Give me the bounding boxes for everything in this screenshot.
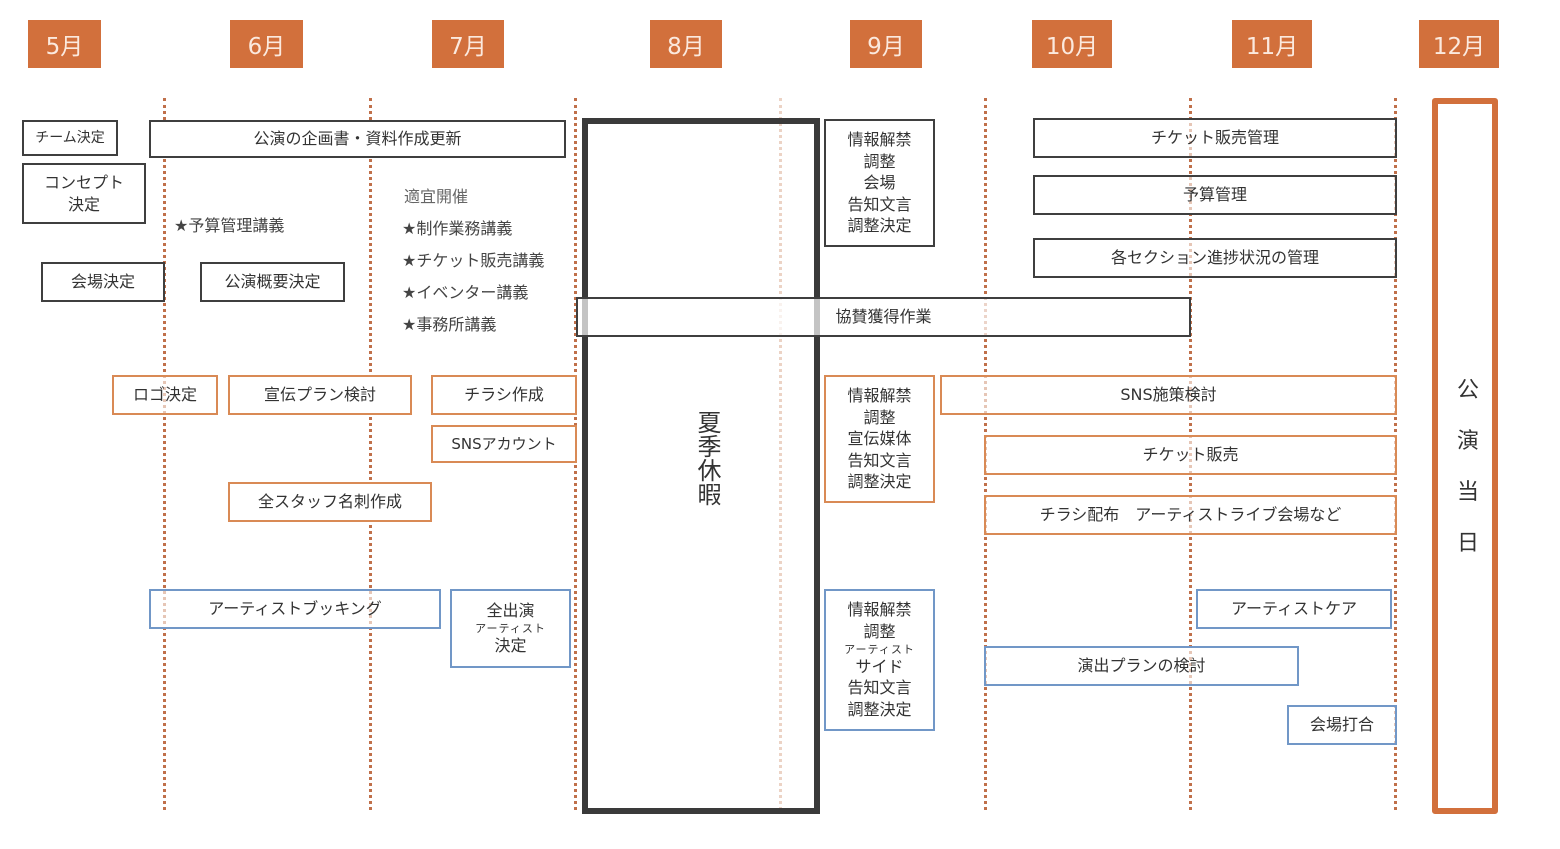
summer-break-block [582, 118, 820, 814]
task-all-cast-decision: 全出演 アーティスト 決定 [450, 589, 571, 668]
task-promo-plan: 宣伝プラン検討 [228, 375, 412, 415]
task-sep-info-venue: 情報解禁 調整 会場 告知文言 調整決定 [824, 119, 935, 247]
info-line: アーティスト [844, 642, 915, 656]
task-business-cards: 全スタッフ名刺作成 [228, 482, 432, 522]
show-day-char: 演 [1456, 429, 1479, 454]
info-line: 調整決定 [847, 699, 912, 719]
task-logo-decision: ロゴ決定 [112, 375, 218, 415]
month-header-june: 6月 [230, 20, 303, 68]
info-line: 調整決定 [847, 472, 912, 492]
cast-line: 全出演 [486, 601, 535, 621]
info-line: 情報解禁 [847, 386, 912, 406]
month-divider [369, 98, 372, 810]
info-line: 告知文言 [847, 194, 912, 214]
lectures-header: 適宜開催 [404, 187, 469, 206]
task-artist-care: アーティストケア [1196, 589, 1392, 629]
info-line: サイド [855, 656, 904, 676]
task-concept-decision: コンセプト 決定 [22, 163, 146, 224]
info-line: 調整 [863, 407, 896, 427]
task-sponsor-acquisition: 協賛獲得作業 [576, 297, 1191, 337]
cast-line: アーティスト [475, 621, 546, 635]
info-line: 会場 [863, 173, 896, 193]
task-flyer-creation: チラシ作成 [431, 375, 577, 415]
info-line: 告知文言 [847, 678, 912, 698]
task-flyer-distribution: チラシ配布 アーティストライブ会場など [984, 495, 1397, 535]
show-day-char: 日 [1456, 531, 1479, 556]
lecture-item: ★制作業務講義 [402, 219, 513, 238]
month-header-august: 8月 [650, 20, 722, 68]
show-day-char: 当 [1456, 480, 1479, 505]
task-overview-decision: 公演概要決定 [200, 262, 345, 302]
show-day-block [1432, 98, 1498, 814]
task-concept-line: 決定 [67, 194, 100, 214]
month-header-november: 11月 [1232, 20, 1312, 68]
task-proposal-update: 公演の企画書・資料作成更新 [149, 120, 566, 158]
month-header-may: 5月 [28, 20, 101, 68]
task-sep-info-artist: 情報解禁 調整 アーティスト サイド 告知文言 調整決定 [824, 589, 935, 731]
info-line: 情報解禁 [847, 600, 912, 620]
task-sns-account: SNSアカウント [431, 425, 577, 463]
month-divider [163, 98, 166, 810]
task-sep-info-promo: 情報解禁 調整 宣伝媒体 告知文言 調整決定 [824, 375, 935, 503]
task-concept-line: コンセプト [43, 172, 124, 192]
month-header-october: 10月 [1032, 20, 1112, 68]
task-sns-plan: SNS施策検討 [940, 375, 1397, 415]
summer-break-label: 夏季休暇 [693, 410, 721, 506]
lecture-item: ★事務所講義 [402, 315, 497, 334]
task-ticket-management: チケット販売管理 [1033, 118, 1397, 158]
month-header-september: 9月 [850, 20, 922, 68]
task-progress-management: 各セクション進捗状況の管理 [1033, 238, 1397, 278]
task-budget-management: 予算管理 [1033, 175, 1397, 215]
month-divider [779, 98, 782, 810]
task-staging-plan: 演出プランの検討 [984, 646, 1299, 686]
task-artist-booking: アーティストブッキング [149, 589, 441, 629]
lecture-item: ★チケット販売講義 [402, 251, 545, 270]
info-line: 情報解禁 [847, 130, 912, 150]
info-line: 調整 [863, 622, 896, 642]
info-line: 調整 [863, 151, 896, 171]
info-line: 調整決定 [847, 216, 912, 236]
info-line: 告知文言 [847, 450, 912, 470]
lecture-budget: ★予算管理講義 [174, 216, 285, 235]
show-day-char: 公 [1456, 378, 1479, 403]
month-header-july: 7月 [432, 20, 504, 68]
task-venue-meeting: 会場打合 [1287, 705, 1397, 745]
show-day-label: 公 演 当 日 [1455, 365, 1481, 569]
task-team-decision: チーム決定 [22, 120, 118, 156]
task-venue-decision: 会場決定 [41, 262, 165, 302]
cast-line: 決定 [494, 636, 527, 656]
info-line: 宣伝媒体 [847, 429, 912, 449]
task-ticket-sales: チケット販売 [984, 435, 1397, 475]
month-header-december: 12月 [1419, 20, 1499, 68]
lecture-item: ★イベンター講義 [402, 283, 529, 302]
